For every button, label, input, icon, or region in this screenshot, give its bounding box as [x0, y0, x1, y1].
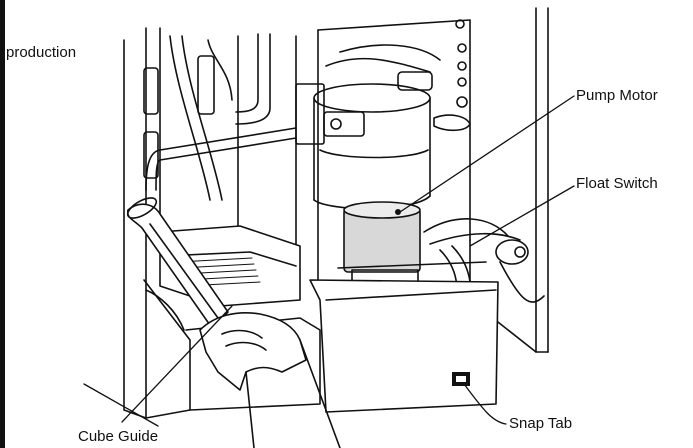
leader-lines — [83, 95, 575, 427]
cabinet-frame — [123, 7, 549, 419]
pump-motor — [343, 201, 421, 285]
cube-guide-label: Cube Guide — [78, 428, 159, 445]
production-text: production — [6, 44, 77, 61]
float-switch-label: Float Switch — [576, 175, 658, 192]
evaporator-plumbing — [143, 33, 365, 201]
pump-motor-label: Pump Motor — [576, 87, 658, 104]
snap-tab-label: Snap Tab — [509, 415, 573, 432]
snap-tab-leader — [463, 383, 507, 425]
reservoir — [309, 261, 499, 413]
page-edge-bar — [0, 0, 5, 448]
cube-guide-leader — [121, 305, 233, 423]
float-switch-leader — [469, 185, 575, 247]
hand — [199, 311, 341, 448]
cube-guide-leader-2 — [83, 383, 159, 427]
pump-motor-leader — [399, 95, 575, 213]
